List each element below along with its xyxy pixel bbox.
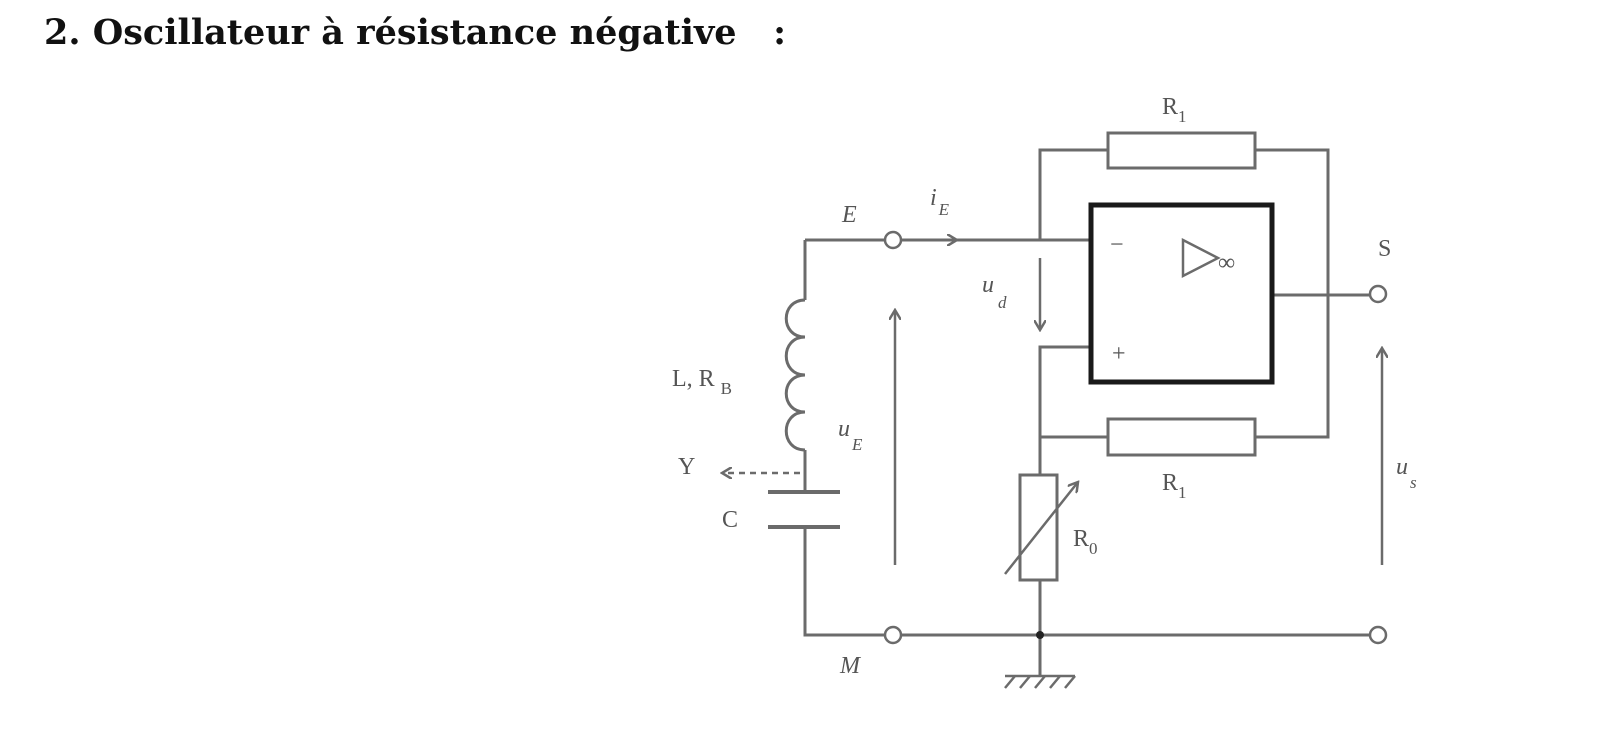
- label-r1-top: R1: [1162, 94, 1187, 126]
- label-r1-bottom: R1: [1162, 470, 1187, 502]
- variable-arrow: [1004, 482, 1078, 575]
- inverting-input-sign: −: [1110, 232, 1124, 258]
- label-c: C: [722, 507, 738, 533]
- label-us: us: [1396, 454, 1417, 492]
- label-e: E: [841, 202, 857, 228]
- section-title: 2. Oscillateur à résistance négative :: [44, 12, 787, 53]
- terminal-e: [883, 230, 903, 250]
- label-s: S: [1378, 236, 1391, 262]
- wires: [803, 148, 1370, 676]
- ground-symbol: [1004, 674, 1076, 689]
- resistor-r1-bottom: [1106, 417, 1257, 457]
- label-m: M: [839, 653, 862, 679]
- inductor: [784, 298, 806, 452]
- non-inverting-input-sign: +: [1112, 341, 1126, 367]
- label-y: Y: [678, 454, 695, 480]
- junction-dot: [1036, 631, 1044, 639]
- infinity-gain-symbol: ∞: [1218, 250, 1235, 276]
- amplifier-triangle-icon: [1181, 237, 1221, 279]
- op-amp: [1088, 202, 1275, 385]
- terminal-s: [1368, 284, 1388, 304]
- label-ue: uE: [838, 416, 863, 454]
- label-r0: R0: [1073, 526, 1098, 558]
- label-ud: ud: [982, 272, 1007, 312]
- capacitor: [768, 490, 840, 529]
- resistor-r1-top: [1106, 131, 1257, 170]
- terminal-s-ground: [1368, 625, 1388, 645]
- resistor-r0: [1018, 473, 1059, 582]
- terminal-m: [883, 625, 903, 645]
